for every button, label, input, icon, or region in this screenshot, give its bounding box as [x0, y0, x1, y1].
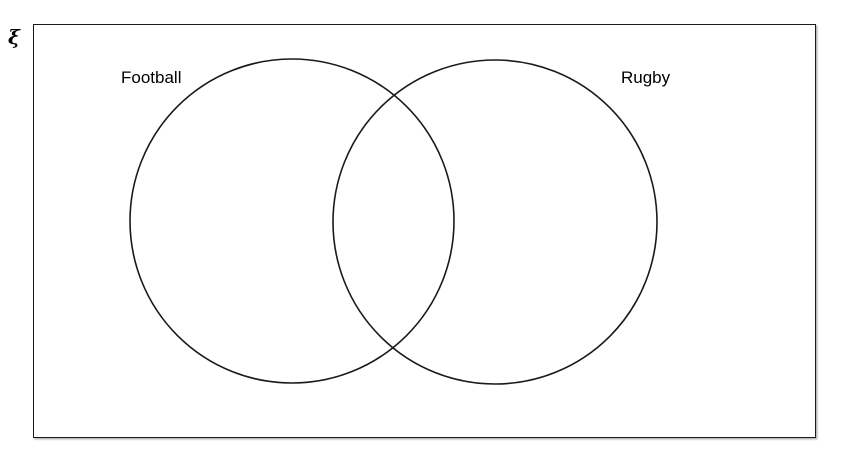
xi-universal-set-symbol: ξ: [8, 25, 20, 49]
set-label-football: Football: [121, 68, 182, 87]
universal-set-rectangle: [33, 24, 816, 438]
set-label-rugby: Rugby: [621, 68, 671, 87]
set-circle-football[interactable]: [129, 58, 455, 384]
set-circle-rugby[interactable]: [332, 59, 658, 385]
